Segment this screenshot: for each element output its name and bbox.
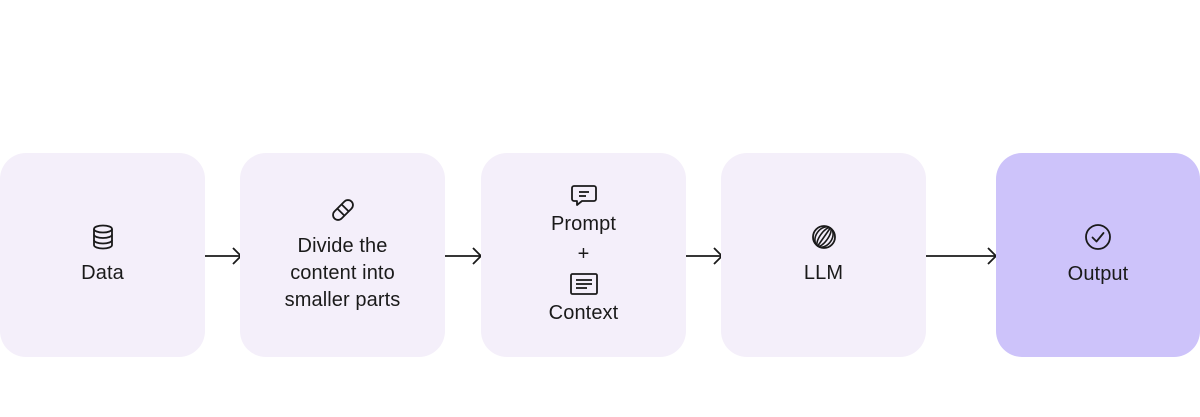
step-divide: Divide the content into smaller parts [240, 153, 445, 357]
arrow-right-icon [686, 247, 724, 265]
step-divide-label: Divide the content into smaller parts [284, 234, 401, 311]
globe-icon [811, 224, 836, 249]
step-output-label: Output [1067, 262, 1129, 285]
step-llm: LLM [721, 153, 926, 357]
step-output: Output [996, 153, 1200, 357]
arrow-right-icon [205, 247, 243, 265]
document-icon [569, 273, 598, 295]
step-data: Data [0, 153, 205, 357]
plus-sign: + [577, 243, 590, 265]
step-prompt-label: Prompt [550, 213, 617, 235]
check-circle-icon [1085, 223, 1111, 250]
step-prompt-context: Prompt + Context [481, 153, 686, 357]
database-icon [92, 224, 113, 249]
arrow-right-icon [445, 247, 483, 265]
chat-icon [570, 185, 597, 206]
chunks-icon [331, 198, 354, 221]
step-context-label: Context [548, 302, 619, 324]
step-llm-label: LLM [803, 261, 844, 284]
step-data-label: Data [81, 261, 124, 284]
arrow-right-icon [926, 247, 998, 265]
